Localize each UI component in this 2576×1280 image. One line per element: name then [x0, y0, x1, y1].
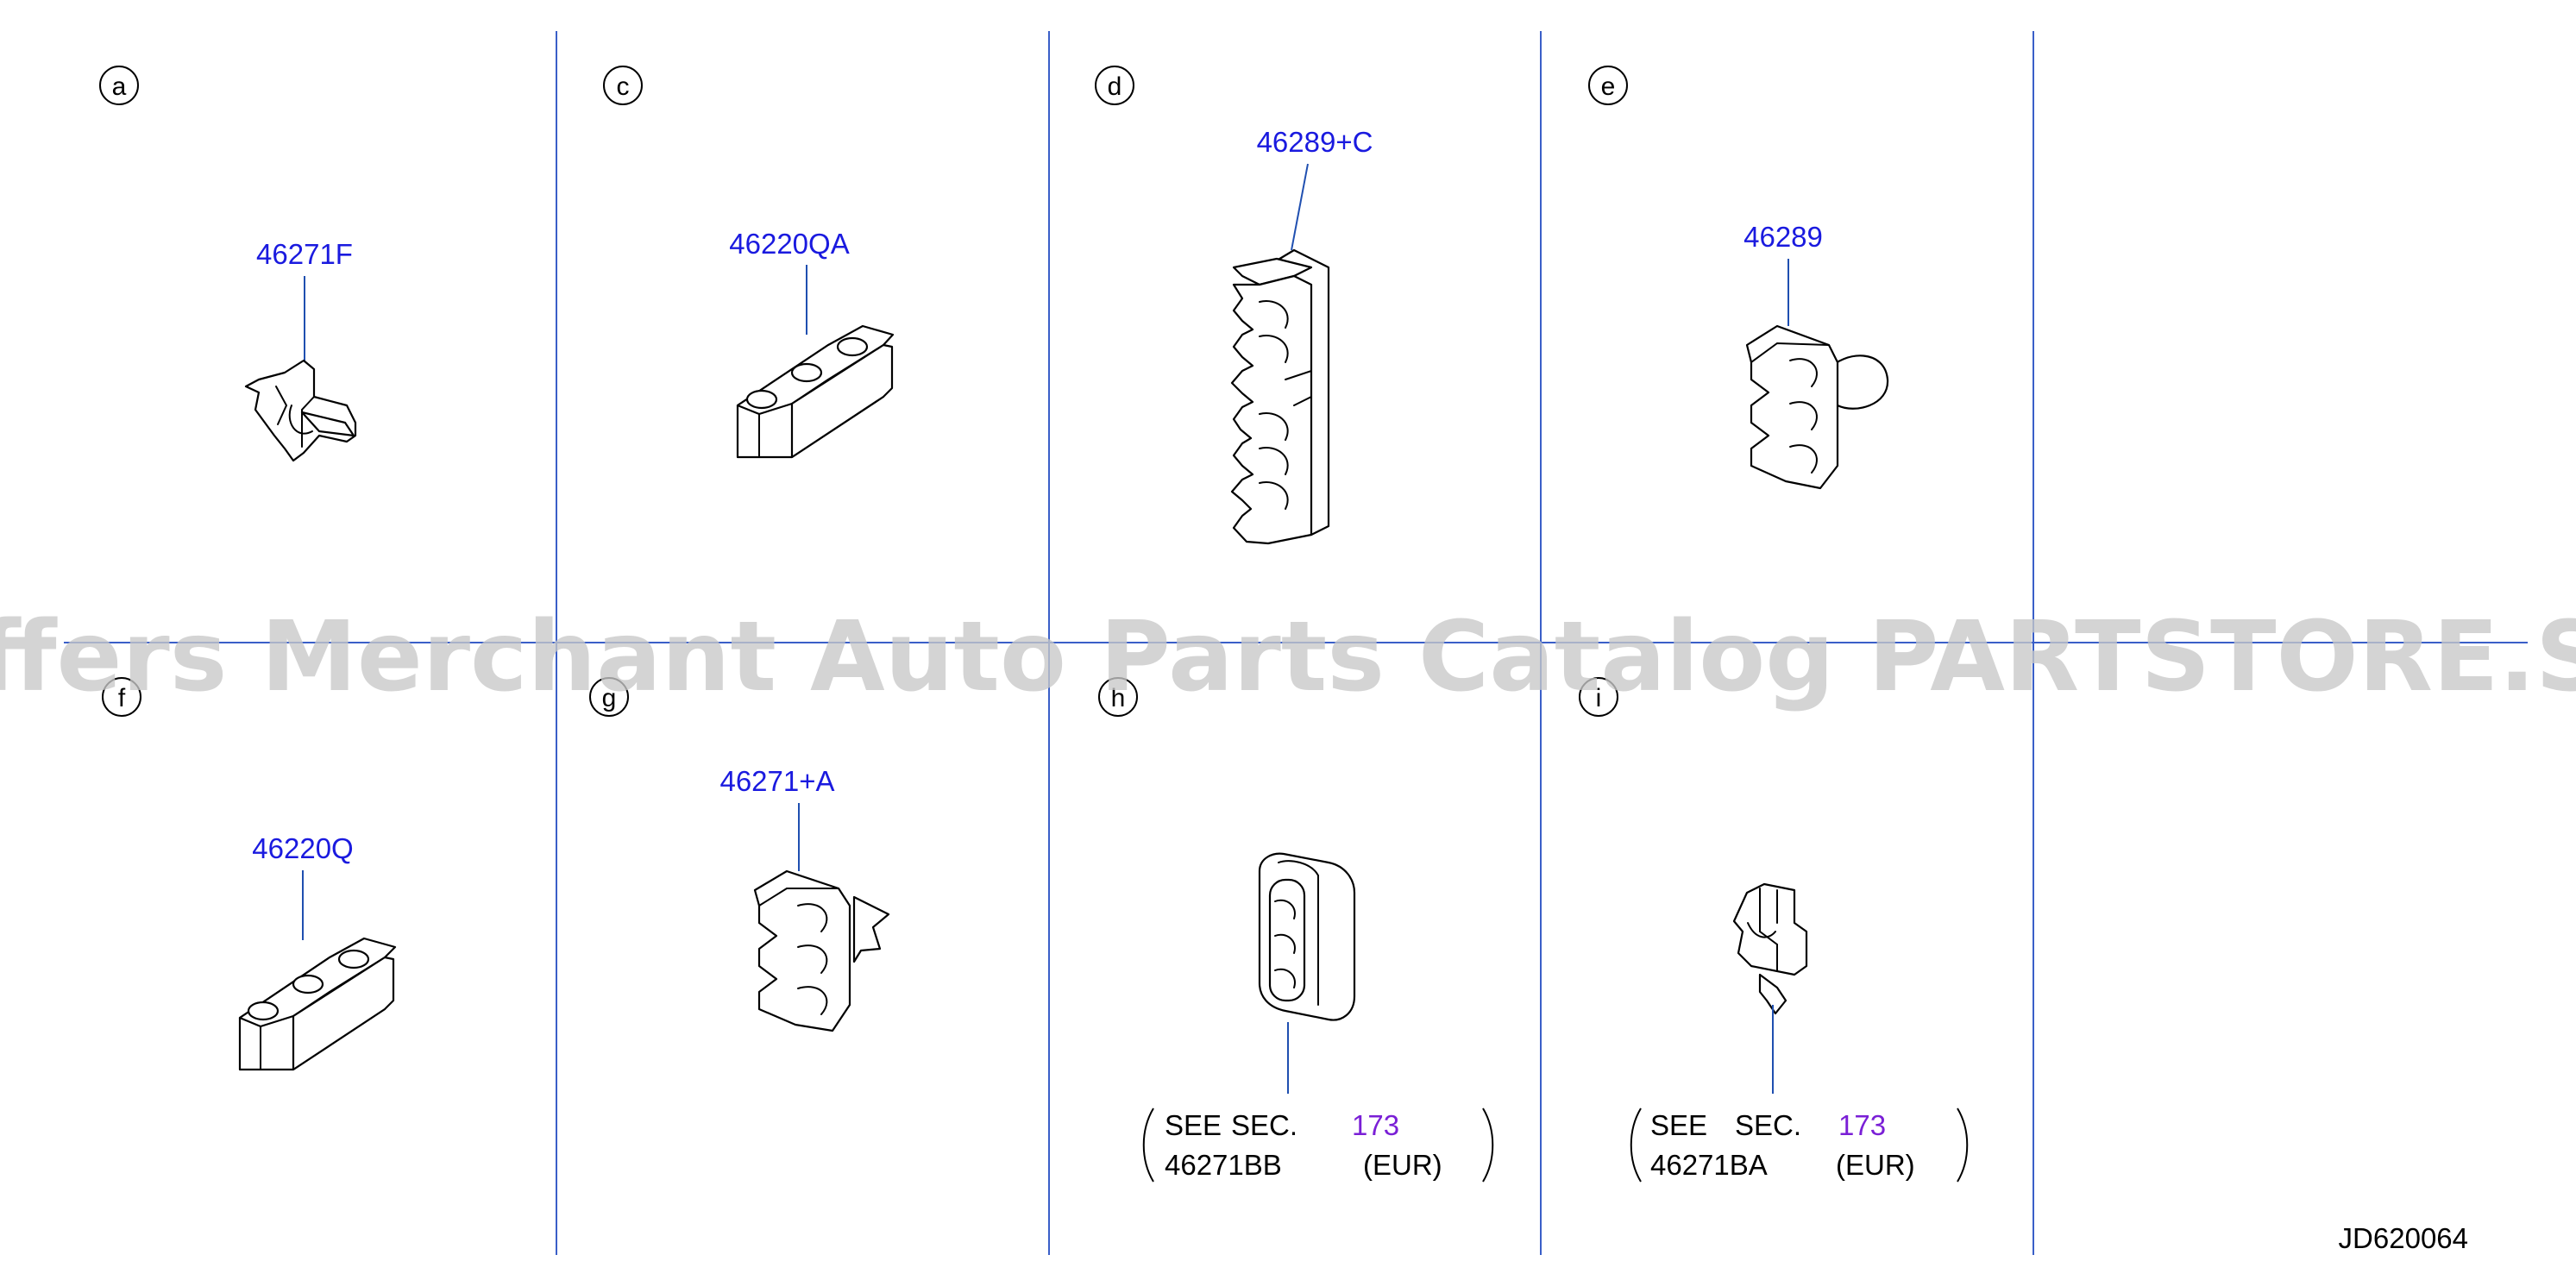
clip-46271BA-drawing: [1732, 882, 1808, 1015]
panel-f: f 46220Q: [102, 677, 397, 1071]
panel-d: d 46289+C: [1095, 66, 1373, 545]
clip-46271F-drawing: [244, 359, 357, 462]
note-paren-right-h: [1482, 1107, 1494, 1183]
panel-marker-i: [1579, 677, 1618, 717]
part-number-46220Q[interactable]: 46220Q: [252, 832, 353, 864]
clamp-46289-drawing: [1745, 324, 1889, 490]
part-number-46289[interactable]: 46289: [1744, 221, 1823, 253]
note-sec-i: SEC.: [1735, 1109, 1801, 1141]
note-part-46271BA: 46271BA: [1650, 1149, 1768, 1181]
clamp-46289C-drawing: [1230, 248, 1330, 545]
panel-letter-d: d: [1108, 72, 1122, 101]
part-number-46220QA[interactable]: 46220QA: [729, 228, 849, 260]
part-number-46289-C[interactable]: 46289+C: [1257, 126, 1373, 158]
note-paren-left-h: [1142, 1107, 1154, 1183]
clamp-46220QA-drawing: [736, 324, 895, 459]
section-link-173-h[interactable]: 173: [1352, 1109, 1399, 1141]
panel-marker-e: [1588, 66, 1628, 105]
panel-grid: [64, 31, 2528, 1255]
grommet-46271BB-drawing: [1258, 852, 1356, 1021]
note-sec-h: SEC.: [1231, 1109, 1297, 1141]
panel-marker-g: [589, 677, 629, 717]
panel-c: c 46220QA: [603, 66, 895, 459]
note-paren-right-i: [1957, 1107, 1969, 1183]
panel-marker-h: [1098, 677, 1138, 717]
panel-marker-a: [99, 66, 139, 105]
panel-g: g 46271+A: [589, 677, 890, 1032]
panel-a: a 46271F: [99, 66, 357, 462]
note-see-h: SEE: [1165, 1109, 1222, 1141]
note-paren-left-i: [1630, 1107, 1642, 1183]
watermark-text: Offers Merchant Auto Parts Catalog PARTS…: [0, 601, 2576, 713]
note-region-i: (EUR): [1836, 1149, 1915, 1181]
panel-letter-c: c: [617, 72, 630, 101]
clamp-46271A-drawing: [753, 869, 890, 1032]
leader-line-d: [1291, 163, 1309, 251]
part-number-46271-A[interactable]: 46271+A: [719, 765, 834, 797]
panel-letter-i: i: [1596, 684, 1602, 712]
panel-letter-h: h: [1111, 684, 1126, 712]
clamp-46220Q-drawing: [238, 937, 397, 1071]
panel-h: h SEE SEC. 173 46271BB (EUR): [1098, 677, 1494, 1183]
panel-e: e 46289: [1588, 66, 1889, 490]
panel-letter-a: a: [112, 72, 127, 101]
panel-letter-g: g: [602, 684, 617, 712]
panel-marker-d: [1095, 66, 1134, 105]
note-part-46271BB: 46271BB: [1165, 1149, 1282, 1181]
note-see-i: SEE: [1650, 1109, 1707, 1141]
panel-letter-f: f: [118, 684, 126, 712]
panel-i: i SEE SEC. 173 46271BA (EUR): [1579, 677, 1969, 1183]
note-region-h: (EUR): [1363, 1149, 1442, 1181]
panel-marker-c: [603, 66, 643, 105]
part-number-46271F[interactable]: 46271F: [256, 238, 353, 270]
diagram-code: JD620064: [2339, 1222, 2468, 1254]
section-link-173-i[interactable]: 173: [1838, 1109, 1886, 1141]
panel-letter-e: e: [1601, 72, 1616, 101]
panel-marker-f: [102, 677, 141, 717]
